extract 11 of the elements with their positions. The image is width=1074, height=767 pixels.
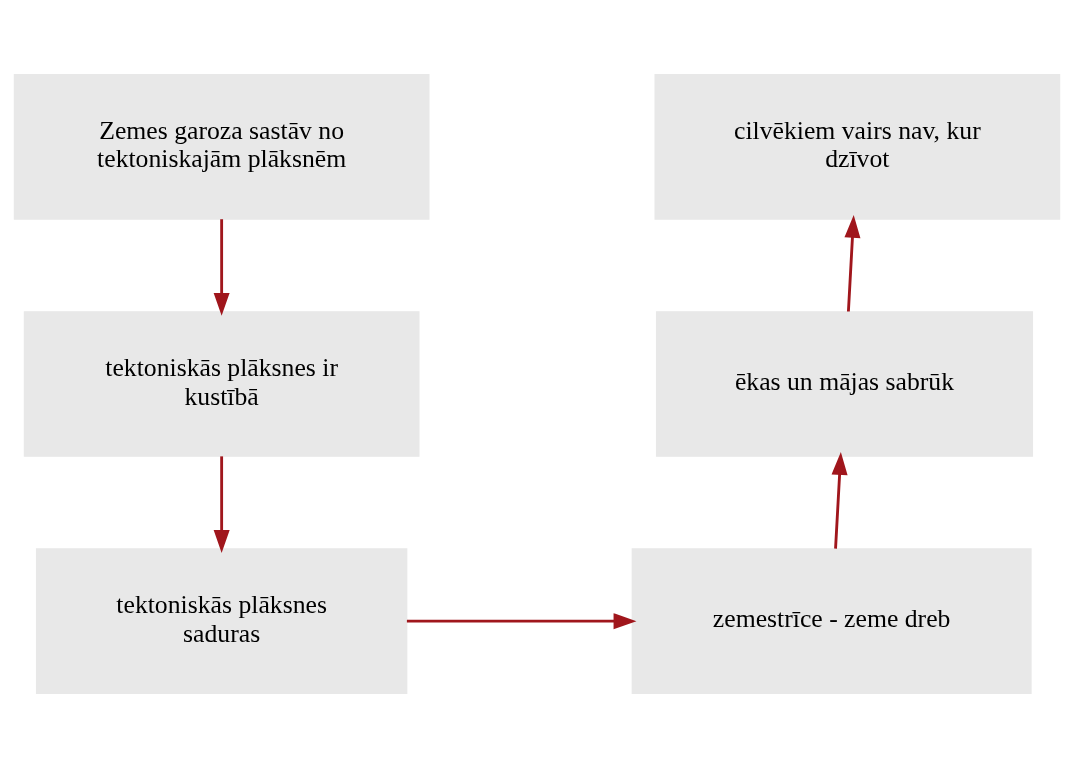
node-box: cilvēkiem vairs nav, kur dzīvot (654, 73, 1061, 220)
arrow (213, 218, 230, 316)
arrow (406, 612, 637, 629)
node-box: Zemes garoza sastāv no tektoniskajām plāksnēm (13, 73, 430, 220)
arrow (213, 455, 230, 553)
node-box: tektoniskās plāksnes saduras (35, 547, 408, 694)
arrow (831, 451, 848, 549)
node-box: zemestrīce - zeme dreb (631, 547, 1032, 694)
node-box: tektoniskās plāksnes ir kustībā (23, 310, 420, 457)
node-box: ēkas un mājas sabrūk (655, 310, 1034, 457)
arrow (844, 214, 861, 312)
